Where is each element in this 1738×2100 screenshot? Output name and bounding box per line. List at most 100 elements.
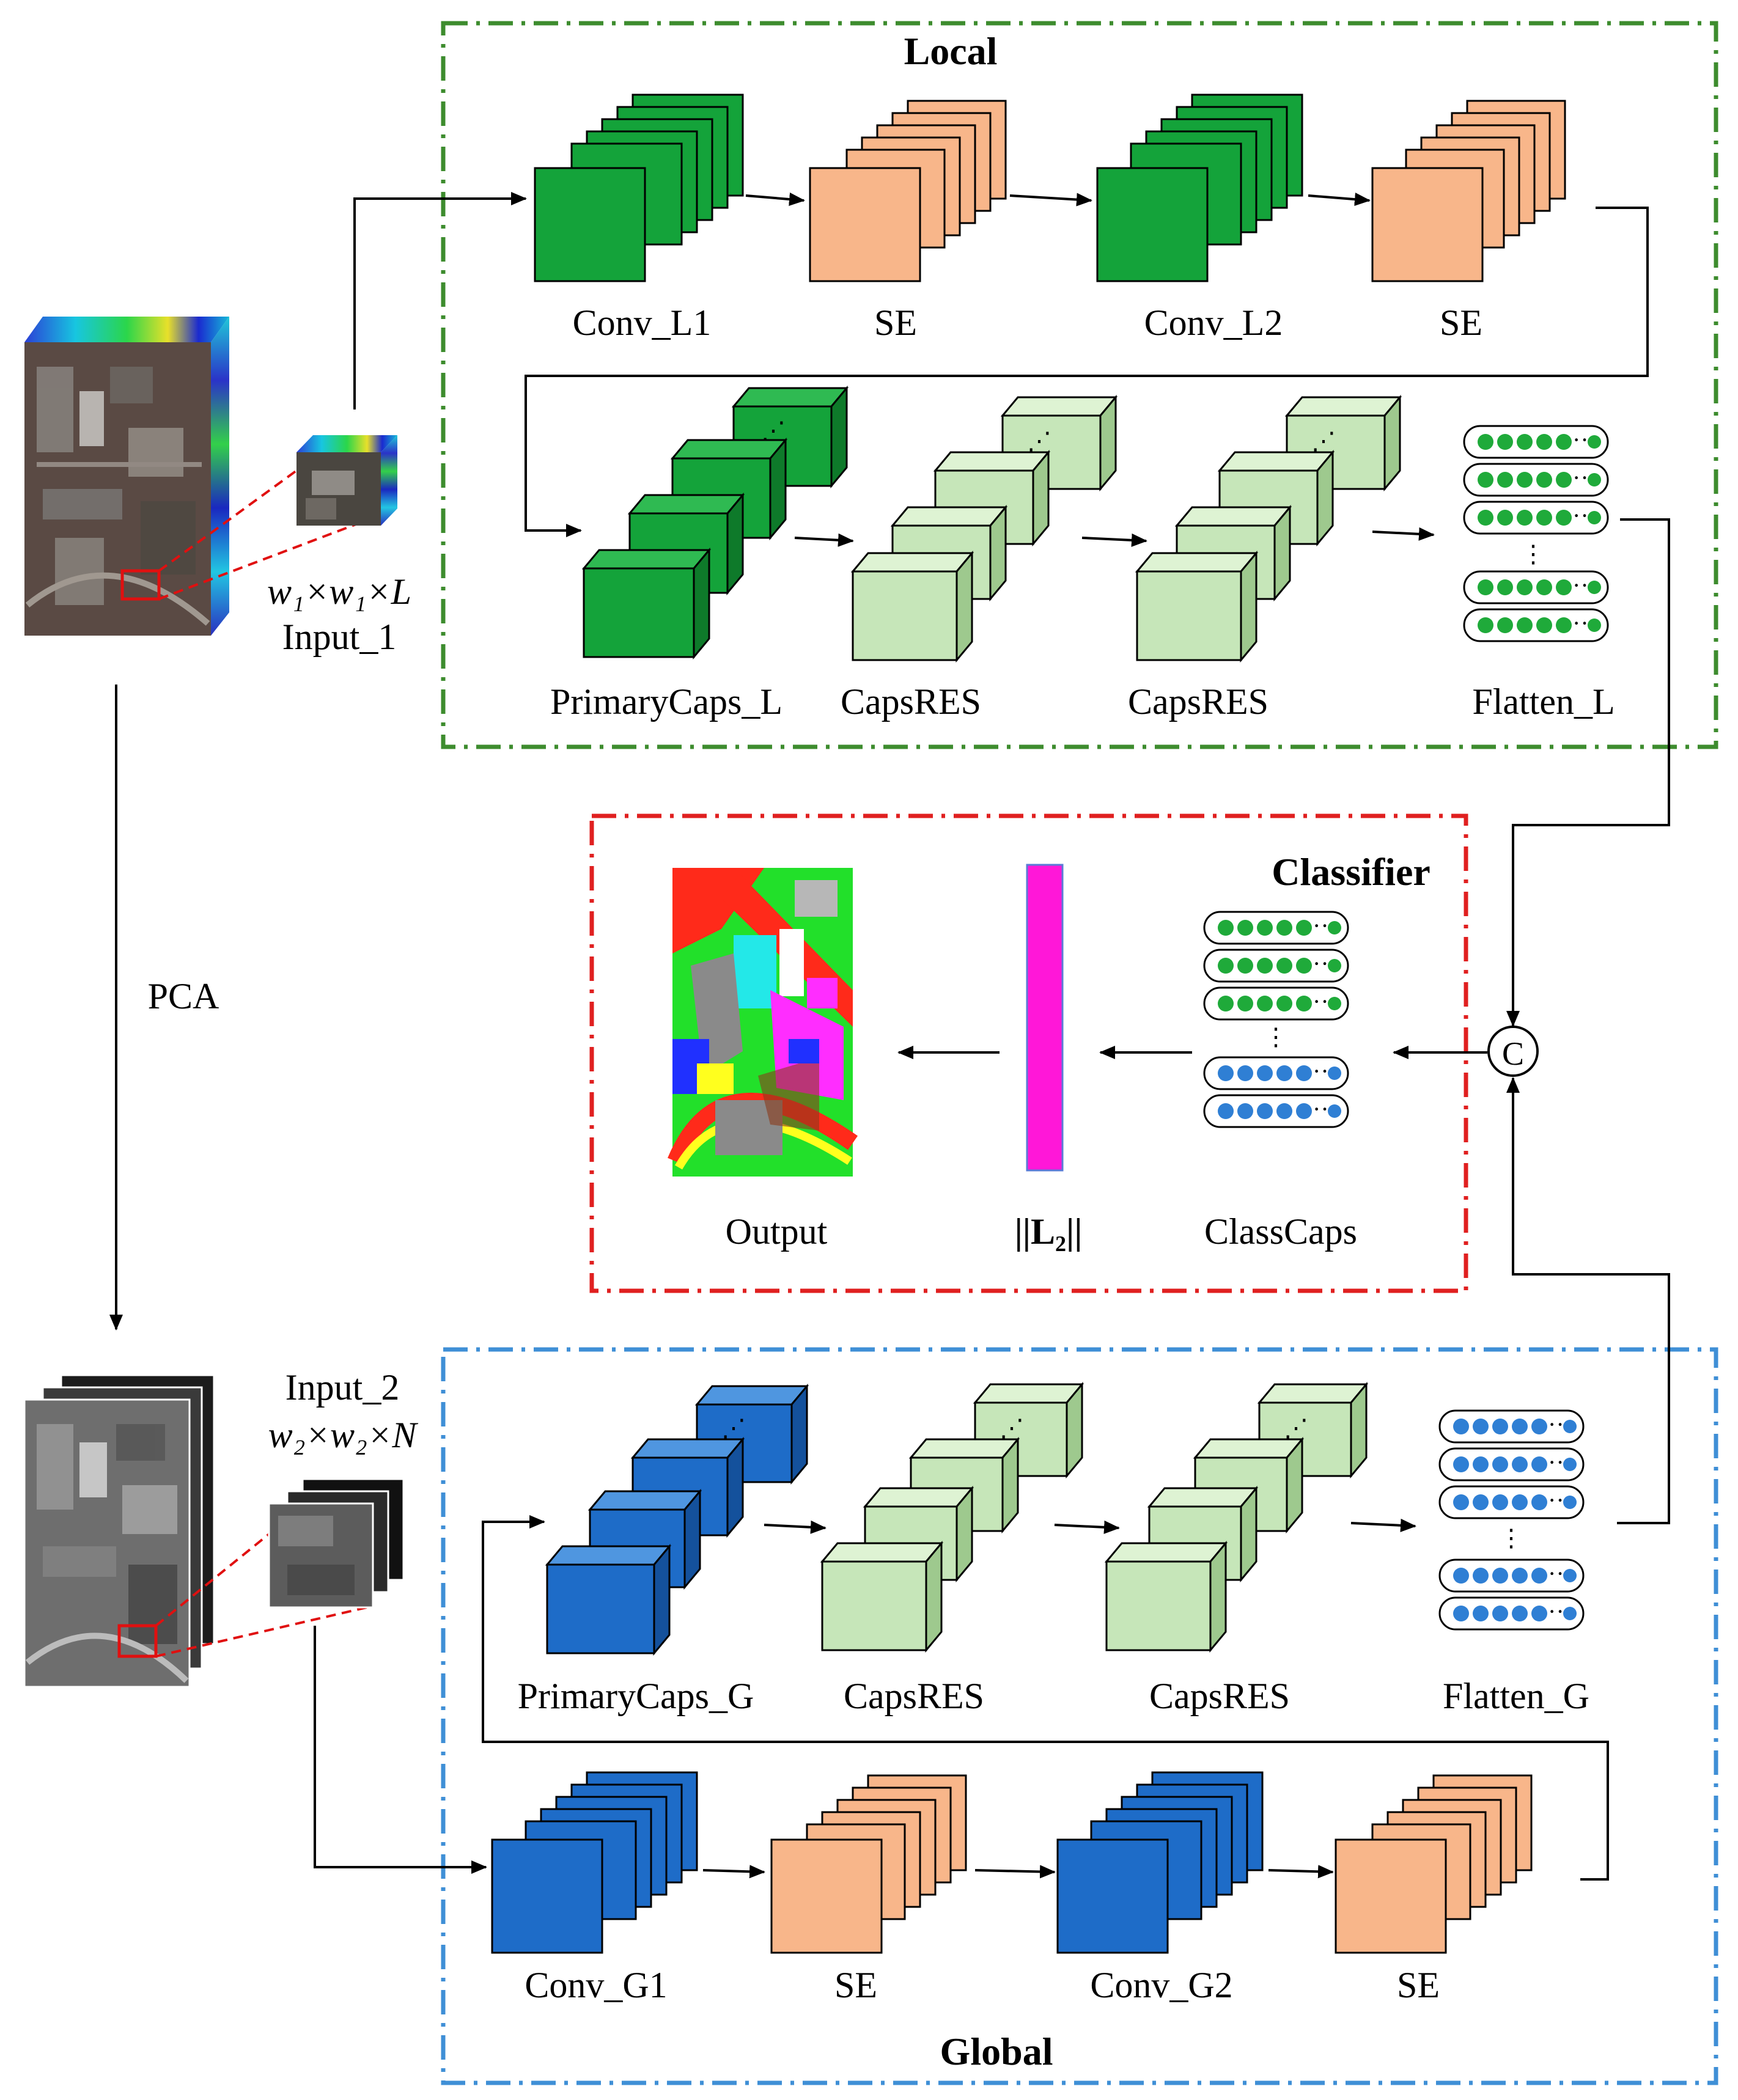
concat-label: C bbox=[1502, 1035, 1524, 1072]
arrow-conv-l2-se bbox=[1308, 193, 1371, 207]
crop-line-2b bbox=[155, 1606, 367, 1658]
se-block-g2 bbox=[1335, 1774, 1533, 1954]
capsres-l1-label: CapsRES bbox=[841, 681, 981, 722]
arrow-capsres1-capsres2 bbox=[1081, 533, 1147, 547]
capsres-g2-block: ⋰ bbox=[1104, 1381, 1369, 1653]
capsres-l2-block: ⋰ bbox=[1135, 394, 1402, 663]
conv-g1-block bbox=[491, 1771, 698, 1954]
flatten-g-to-concat bbox=[1506, 1077, 1670, 1524]
svg-text:··: ·· bbox=[1572, 426, 1589, 453]
se-block-l2 bbox=[1371, 100, 1566, 282]
capsres-g1-label: CapsRES bbox=[844, 1676, 984, 1716]
svg-text:⋮: ⋮ bbox=[1499, 1524, 1523, 1552]
global-row-connector bbox=[482, 1515, 1609, 1881]
se-label-l1: SE bbox=[874, 303, 917, 343]
svg-text:⋰: ⋰ bbox=[721, 1414, 746, 1442]
svg-text:··: ·· bbox=[1548, 1486, 1564, 1514]
arrow-se-conv-g2 bbox=[974, 1865, 1056, 1879]
arrow-pcg-capsres1 bbox=[764, 1520, 827, 1534]
input1-arrow bbox=[353, 192, 527, 409]
norm-label: ||L₂|| bbox=[1015, 1211, 1083, 1252]
flatten-l-label: Flatten_L bbox=[1472, 681, 1615, 722]
arrow-capsres2-flatten-l bbox=[1372, 527, 1435, 541]
input1-dims: w₁×w₁×L bbox=[267, 571, 411, 612]
arrow-capsres-g2-flatten bbox=[1350, 1518, 1416, 1532]
se-block-g1 bbox=[770, 1774, 967, 1954]
svg-text:··: ·· bbox=[1548, 1598, 1564, 1625]
flatten-g-block: ·· ·· ·· ⋮ ·· ·· bbox=[1438, 1409, 1585, 1631]
svg-text:··: ·· bbox=[1548, 1448, 1564, 1476]
classcaps-label: ClassCaps bbox=[1204, 1211, 1357, 1252]
arrow-se-conv-l2 bbox=[1009, 193, 1092, 207]
crop-line-2a bbox=[155, 1533, 270, 1627]
input2-name: Input_2 bbox=[285, 1367, 400, 1408]
flatten-l-to-concat bbox=[1506, 518, 1670, 1027]
primarycaps-l-label: PrimaryCaps_L bbox=[550, 681, 782, 722]
se-label-g1: SE bbox=[834, 1965, 877, 2005]
capsres-g1-block: ⋰ bbox=[820, 1381, 1084, 1653]
svg-text:⋰: ⋰ bbox=[761, 417, 786, 444]
classifier-title: Classifier bbox=[1272, 850, 1431, 894]
svg-text:··: ·· bbox=[1572, 571, 1589, 599]
arrow-conv-g1-se bbox=[702, 1865, 765, 1879]
arrow-conv-g2-se bbox=[1268, 1865, 1334, 1879]
primarycaps-g-label: PrimaryCaps_G bbox=[518, 1676, 754, 1716]
svg-text:··: ·· bbox=[1572, 502, 1589, 529]
arrow-conv-l1-se bbox=[745, 193, 805, 206]
input2-dims: w₂×w₂×N bbox=[268, 1415, 419, 1455]
hyperspectral-cube-icon bbox=[24, 317, 229, 636]
pca-band-stack-icon bbox=[23, 1374, 215, 1688]
conv-l2-block bbox=[1096, 94, 1303, 282]
local-title: Local bbox=[904, 29, 998, 73]
conv-l1-block bbox=[534, 94, 744, 282]
crop-line-1a bbox=[158, 469, 298, 572]
svg-text:··: ·· bbox=[1313, 912, 1329, 939]
capsres-l2-label: CapsRES bbox=[1128, 681, 1269, 722]
conv-g2-label: Conv_G2 bbox=[1090, 1965, 1232, 2005]
primarycaps-l-block: ⋰ bbox=[581, 385, 849, 660]
capsres-l1-block: ⋰ bbox=[850, 394, 1118, 663]
global-module-border bbox=[441, 1347, 1718, 2085]
svg-text:··: ·· bbox=[1572, 464, 1589, 491]
norm-bar bbox=[1026, 864, 1064, 1172]
svg-text:··: ·· bbox=[1313, 988, 1329, 1015]
classcaps-block: ·· ·· ·· ⋮ ·· ·· bbox=[1203, 911, 1349, 1128]
conv-g2-block bbox=[1056, 1771, 1264, 1954]
crop-line-1b bbox=[158, 521, 361, 600]
pca-label: PCA bbox=[148, 976, 219, 1016]
arrow-pcl-capsres1 bbox=[794, 533, 854, 547]
concat-symbol: C bbox=[1487, 1026, 1539, 1077]
flatten-l-block: ·· ·· ·· ⋮ ·· ·· bbox=[1463, 425, 1609, 642]
se-label-g2: SE bbox=[1397, 1965, 1440, 2005]
arrow-capsres-g1-g2 bbox=[1054, 1520, 1120, 1534]
conv-l1-label: Conv_L1 bbox=[573, 303, 712, 343]
local-module-border bbox=[441, 21, 1718, 749]
svg-text:··: ·· bbox=[1548, 1411, 1564, 1438]
output-label: Output bbox=[726, 1211, 828, 1252]
input1-patch-icon bbox=[296, 435, 397, 526]
svg-text:⋰: ⋰ bbox=[1284, 1414, 1308, 1442]
capsres-g2-label: CapsRES bbox=[1149, 1676, 1290, 1716]
svg-text:··: ·· bbox=[1313, 1057, 1329, 1085]
classification-map-icon bbox=[668, 868, 858, 1177]
svg-text:⋰: ⋰ bbox=[1027, 427, 1051, 455]
input2-arrow bbox=[314, 1626, 487, 1874]
primarycaps-g-block: ⋰ bbox=[545, 1383, 809, 1656]
conv-l2-label: Conv_L2 bbox=[1144, 303, 1283, 343]
classifier-module-border bbox=[589, 813, 1468, 1293]
svg-text:⋰: ⋰ bbox=[1311, 427, 1336, 455]
svg-text:··: ·· bbox=[1572, 609, 1589, 637]
se-label-l2: SE bbox=[1440, 303, 1482, 343]
svg-text:⋰: ⋰ bbox=[1000, 1414, 1024, 1442]
input1-name: Input_1 bbox=[282, 617, 397, 657]
svg-text:··: ·· bbox=[1313, 1095, 1329, 1123]
input2-patch-icon bbox=[268, 1478, 405, 1609]
svg-text:⋮: ⋮ bbox=[1264, 1023, 1288, 1051]
svg-text:··: ·· bbox=[1548, 1560, 1564, 1587]
svg-text:··: ·· bbox=[1313, 950, 1329, 977]
global-title: Global bbox=[940, 2030, 1053, 2073]
conv-g1-label: Conv_G1 bbox=[525, 1965, 667, 2005]
local-row-connector bbox=[525, 207, 1649, 537]
svg-text:⋮: ⋮ bbox=[1521, 540, 1545, 568]
